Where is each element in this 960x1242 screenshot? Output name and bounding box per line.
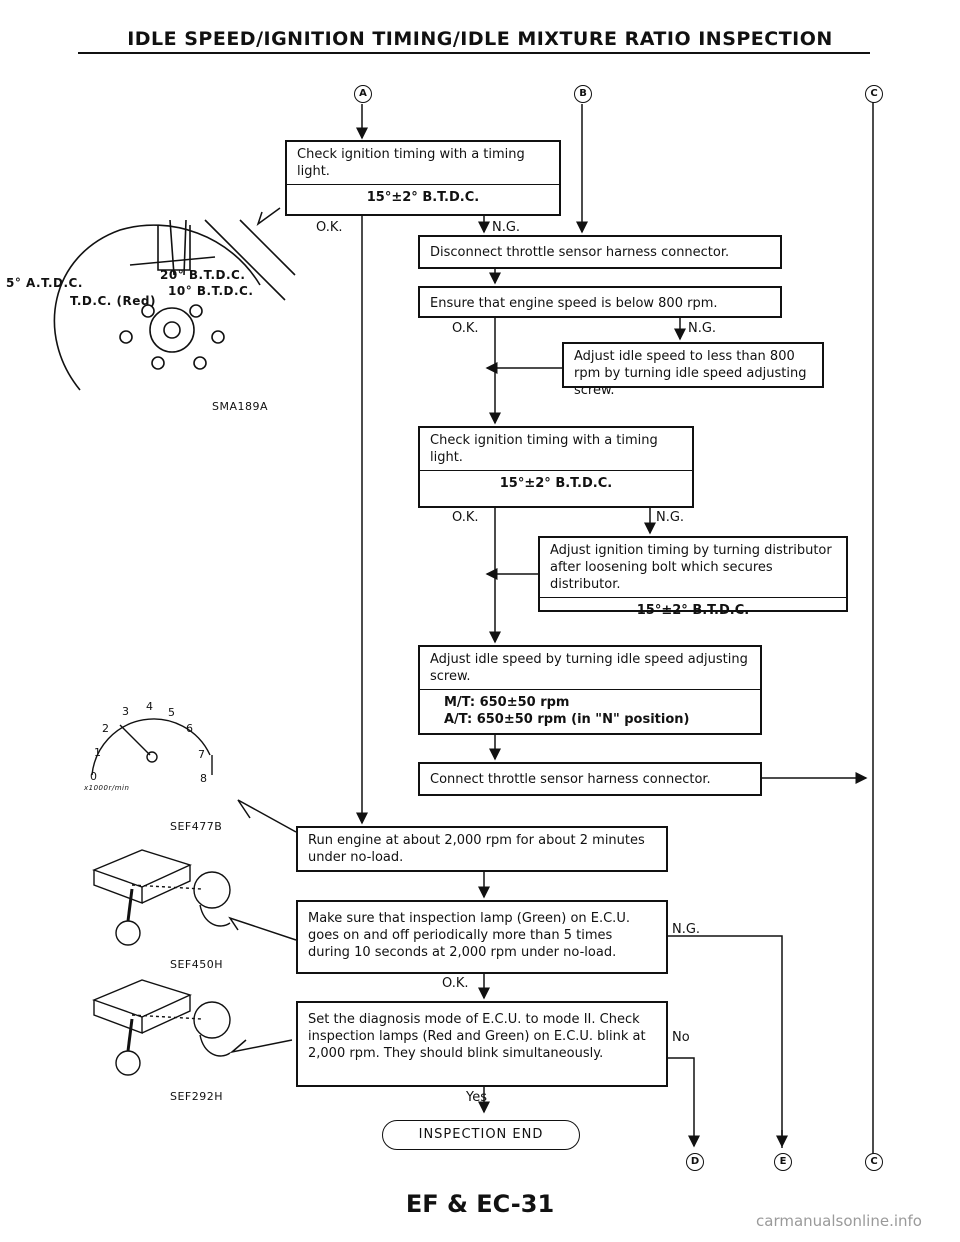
connector-e: E — [774, 1153, 792, 1171]
adjust-idle-text: Adjust idle speed by turning idle speed … — [430, 652, 748, 684]
adjust-timing-text: Adjust ignition timing by turning distri… — [550, 543, 832, 592]
ng-label: N.G. — [656, 510, 685, 525]
ensure-box: Ensure that engine speed is below 800 rp… — [418, 286, 782, 318]
tach-label-4: 4 — [146, 700, 154, 713]
tach-label-6: 6 — [186, 722, 194, 735]
mark-20-btdc: 20° B.T.D.C. — [160, 268, 246, 282]
ok-label: O.K. — [452, 321, 479, 336]
adjust-idle-box: Adjust idle speed by turning idle speed … — [418, 645, 762, 735]
idle-spec-mt: M/T: 650±50 rpm — [444, 695, 570, 710]
tach-unit: x1000r/min — [84, 784, 130, 792]
connect-box: Connect throttle sensor harness connecto… — [418, 762, 762, 796]
mark-5-atdc: 5° A.T.D.C. — [6, 276, 83, 290]
timing-spec: 15°±2° B.T.D.C. — [420, 470, 692, 496]
make-sure-text: Make sure that inspection lamp (Green) o… — [308, 911, 630, 960]
adjust-idle-low-box: Adjust idle speed to less than 800 rpm b… — [562, 342, 824, 398]
ok-label: O.K. — [316, 220, 343, 235]
idle-spec-at: A/T: 650±50 rpm (in "N" position) — [444, 712, 690, 727]
title-rule — [78, 52, 870, 54]
ok-label: O.K. — [452, 510, 479, 525]
check-timing-box-2: Check ignition timing with a timing ligh… — [418, 426, 694, 508]
figure-caption: SEF450H — [170, 958, 224, 971]
page-number: EF & EC-31 — [405, 1190, 555, 1218]
tach-label-1: 1 — [94, 746, 102, 759]
pulley-figure — [53, 219, 296, 391]
ng-label: N.G. — [492, 220, 521, 235]
ng-label: N.G. — [688, 321, 717, 336]
mark-tdc-red: T.D.C. (Red) — [70, 294, 156, 308]
ok-label: O.K. — [442, 976, 469, 991]
connector-c-bottom: C — [865, 1153, 883, 1171]
idle-spec: M/T: 650±50 rpm A/T: 650±50 rpm (in "N" … — [420, 689, 760, 732]
adjust-idle-low-text: Adjust idle speed to less than 800 rpm b… — [574, 349, 807, 398]
disconnect-text: Disconnect throttle sensor harness conne… — [430, 245, 730, 260]
connector-d: D — [686, 1153, 704, 1171]
page-title: IDLE SPEED/IGNITION TIMING/IDLE MIXTURE … — [127, 28, 833, 50]
mark-10-btdc: 10° B.T.D.C. — [168, 284, 254, 298]
tach-label-8: 8 — [200, 772, 208, 785]
watermark: carmanualsonline.info — [756, 1212, 922, 1230]
tach-label-7: 7 — [198, 748, 206, 761]
check-timing-text: Check ignition timing with a timing ligh… — [297, 147, 525, 179]
ng-label: N.G. — [672, 922, 701, 937]
diagnosis-box: Set the diagnosis mode of E.C.U. to mode… — [296, 1001, 668, 1087]
figure-caption: SEF292H — [170, 1090, 224, 1103]
tach-label-2: 2 — [102, 722, 110, 735]
disconnect-box: Disconnect throttle sensor harness conne… — [418, 235, 782, 269]
diagnosis-text: Set the diagnosis mode of E.C.U. to mode… — [308, 1012, 646, 1061]
timing-spec: 15°±2° B.T.D.C. — [287, 184, 559, 210]
tach-label-0: 0 — [90, 770, 98, 783]
figure-caption: SMA189A — [212, 400, 269, 413]
tach-label-5: 5 — [168, 706, 176, 719]
check-timing-box-1: Check ignition timing with a timing ligh… — [285, 140, 561, 216]
yes-label: Yes — [466, 1090, 487, 1105]
ecu-observer-figure-1 — [92, 849, 231, 946]
timing-spec: 15°±2° B.T.D.C. — [540, 597, 846, 623]
connector-a: A — [354, 85, 372, 103]
tachometer-figure — [91, 718, 213, 776]
check-timing-text: Check ignition timing with a timing ligh… — [430, 433, 658, 465]
connect-text: Connect throttle sensor harness connecto… — [430, 772, 711, 787]
make-sure-box: Make sure that inspection lamp (Green) o… — [296, 900, 668, 974]
connector-c-top: C — [865, 85, 883, 103]
run-engine-box: Run engine at about 2,000 rpm for about … — [296, 826, 668, 872]
ecu-observer-figure-2 — [92, 979, 231, 1076]
ensure-text: Ensure that engine speed is below 800 rp… — [430, 296, 718, 311]
run-engine-text: Run engine at about 2,000 rpm for about … — [308, 833, 645, 865]
tach-label-3: 3 — [122, 705, 130, 718]
inspection-end: INSPECTION END — [382, 1120, 580, 1150]
adjust-timing-box: Adjust ignition timing by turning distri… — [538, 536, 848, 618]
connector-b: B — [574, 85, 592, 103]
figure-caption: SEF477B — [170, 820, 223, 833]
no-label: No — [672, 1030, 690, 1045]
